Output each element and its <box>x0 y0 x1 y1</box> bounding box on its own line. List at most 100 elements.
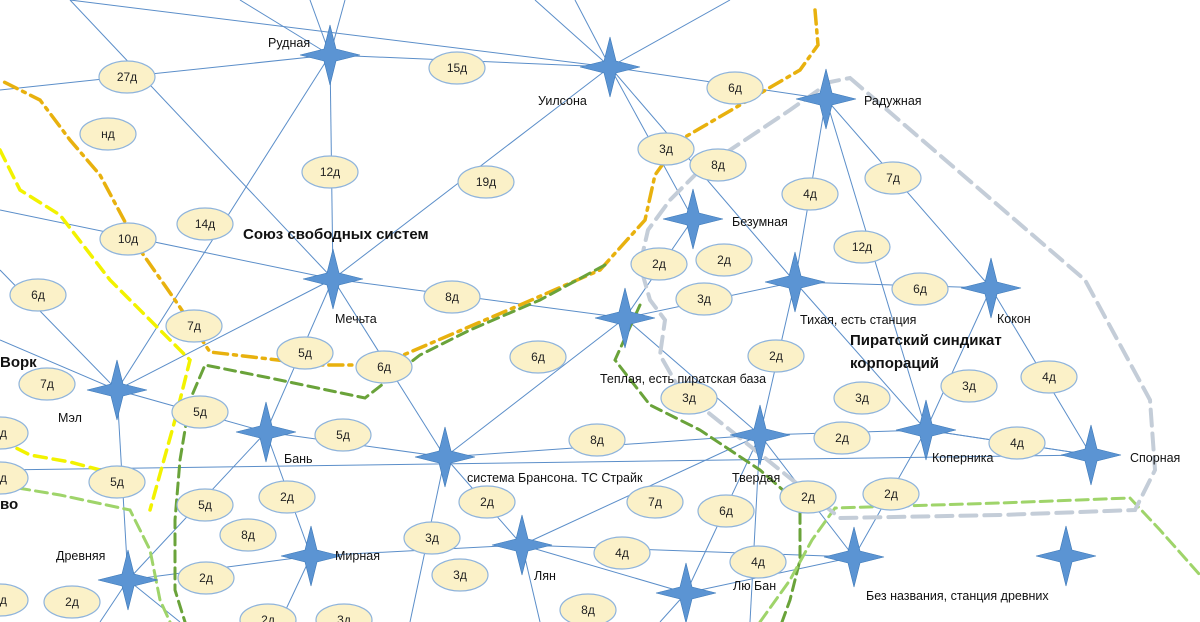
distance-pill <box>43 585 101 619</box>
star-system-icon[interactable] <box>1060 424 1122 486</box>
system-name: Безумная <box>732 215 788 229</box>
star-system-icon[interactable] <box>764 251 826 313</box>
star-system-icon[interactable] <box>662 188 724 250</box>
distance-label: 7д <box>626 485 684 519</box>
star-system-icon[interactable] <box>823 526 885 588</box>
route-line <box>794 281 927 431</box>
star-system-icon[interactable] <box>235 401 297 463</box>
distance-text: 2д <box>280 490 294 504</box>
distance-pill <box>88 465 146 499</box>
distance-pill <box>706 71 764 105</box>
distance-label: 4д <box>1020 360 1078 394</box>
distance-label: 14д <box>176 207 234 241</box>
system-name: Древняя <box>56 549 105 563</box>
distance-label: 2д <box>0 416 29 450</box>
distance-pill <box>219 518 277 552</box>
system-name: Мечьта <box>335 312 377 326</box>
system-name: Рудная <box>268 36 310 50</box>
system-name: Твердая <box>732 471 780 485</box>
distance-pill <box>559 593 617 622</box>
distance-label: 5д <box>314 418 372 452</box>
distance-label: 8д <box>219 518 277 552</box>
distance-text: 3д <box>855 391 869 405</box>
region-name: Пиратский синдикат <box>850 332 1002 349</box>
distance-label: 5д <box>276 336 334 370</box>
star-system-icon[interactable] <box>86 359 148 421</box>
star-system-icon[interactable] <box>960 257 1022 319</box>
distance-text: 5д <box>198 498 212 512</box>
distance-pill <box>176 488 234 522</box>
distance-label: 7д <box>165 309 223 343</box>
star-system-icon[interactable] <box>491 514 553 576</box>
star-system-icon[interactable] <box>594 287 656 349</box>
star-system-icon[interactable] <box>795 68 857 130</box>
distance-text: 7д <box>187 319 201 333</box>
distance-text: 12д <box>852 240 872 254</box>
star-system-icon[interactable] <box>729 404 791 466</box>
distance-text: 5д <box>110 475 124 489</box>
distance-label: 5д <box>176 488 234 522</box>
faction-border <box>0 8 820 367</box>
region-name: Ворк <box>0 354 37 371</box>
region-name: корпораций <box>850 355 939 372</box>
distance-label: 3д <box>0 583 29 617</box>
system-name: Без названия, станция древних <box>866 589 1049 603</box>
distance-text: 6д <box>913 282 927 296</box>
star-system-icon[interactable] <box>655 562 717 622</box>
region-name: во <box>0 496 18 513</box>
distance-text: 3д <box>659 142 673 156</box>
system-name: Теплая, есть пиратская база <box>600 372 766 386</box>
distance-label: 2д <box>177 561 235 595</box>
distance-pill <box>940 369 998 403</box>
distance-pill <box>0 416 29 450</box>
distance-text: 4д <box>615 546 629 560</box>
distance-label: 8д <box>568 423 626 457</box>
system-name: Бань <box>284 452 313 466</box>
system-name: Мэл <box>58 411 82 425</box>
distance-label: 12д <box>301 155 359 189</box>
distance-text: 3д <box>962 379 976 393</box>
distance-text: 6д <box>728 81 742 95</box>
star-system-icon[interactable] <box>299 24 361 86</box>
faction-border <box>173 263 607 622</box>
distance-pill <box>675 282 733 316</box>
distance-text: 4д <box>751 555 765 569</box>
distance-label: 12д <box>833 230 891 264</box>
route-line <box>574 0 611 68</box>
distance-text: 4д <box>0 471 7 485</box>
distance-pill <box>301 155 359 189</box>
distance-text: 19д <box>476 175 496 189</box>
system-name: система Брансона. ТС Страйк <box>467 471 643 485</box>
faction-border <box>613 303 802 622</box>
star-system-icon[interactable] <box>895 399 957 461</box>
distance-text: 2д <box>801 490 815 504</box>
distance-text: 3д <box>0 593 7 607</box>
distance-text: 6д <box>719 504 733 518</box>
distance-text: 8д <box>241 528 255 542</box>
star-system-icon[interactable] <box>1035 525 1097 587</box>
distance-pill <box>509 340 567 374</box>
route-line <box>69 0 611 68</box>
distance-text: 7д <box>648 495 662 509</box>
route-line <box>925 287 992 431</box>
route-line <box>749 434 761 622</box>
route-line <box>0 54 331 91</box>
distance-label: 2д <box>862 477 920 511</box>
system-name: Лян <box>534 569 556 583</box>
distance-pill <box>176 207 234 241</box>
distance-label: 15д <box>428 51 486 85</box>
route-line <box>825 98 992 289</box>
distance-label: 4д <box>729 545 787 579</box>
star-system-icon[interactable] <box>414 426 476 488</box>
distance-pill <box>695 243 753 277</box>
star-system-icon[interactable] <box>280 525 342 587</box>
distance-label: 5д <box>171 395 229 429</box>
distance-text: 2д <box>769 349 783 363</box>
distance-text: 5д <box>298 346 312 360</box>
star-system-icon[interactable] <box>579 36 641 98</box>
route-line <box>624 317 761 436</box>
distance-text: 2д <box>717 253 731 267</box>
star-system-icon[interactable] <box>97 549 159 611</box>
star-system-icon[interactable] <box>302 248 364 310</box>
